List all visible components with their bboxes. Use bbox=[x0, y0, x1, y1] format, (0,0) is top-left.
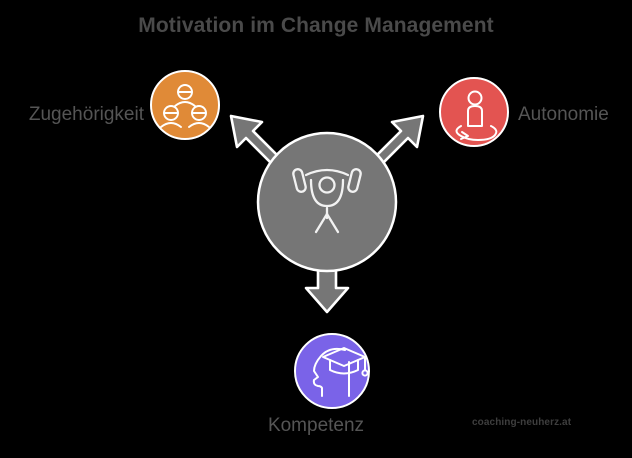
node-zugehoerigkeit-circle bbox=[150, 70, 220, 140]
person-lifting-barbell-icon bbox=[292, 168, 362, 234]
center-node-motivation[interactable] bbox=[256, 131, 398, 273]
head-with-graduation-cap-icon bbox=[312, 347, 369, 397]
node-autonomie-circle bbox=[439, 77, 509, 147]
watermark: coaching-neuherz.at bbox=[472, 417, 572, 428]
group-of-people-icon bbox=[160, 84, 210, 128]
node-kompetenz[interactable] bbox=[294, 333, 370, 409]
center-node-circle bbox=[256, 131, 398, 273]
node-label-kompetenz: Kompetenz bbox=[267, 415, 365, 436]
node-label-autonomie: Autonomie bbox=[518, 104, 609, 125]
person-with-rotation-arrow-icon bbox=[455, 90, 498, 141]
node-zugehoerigkeit[interactable] bbox=[150, 70, 220, 140]
node-autonomie[interactable] bbox=[439, 77, 509, 147]
node-label-zugehoerigkeit: Zugehörigkeit bbox=[28, 104, 144, 125]
page-title: Motivation im Change Management bbox=[138, 14, 494, 37]
